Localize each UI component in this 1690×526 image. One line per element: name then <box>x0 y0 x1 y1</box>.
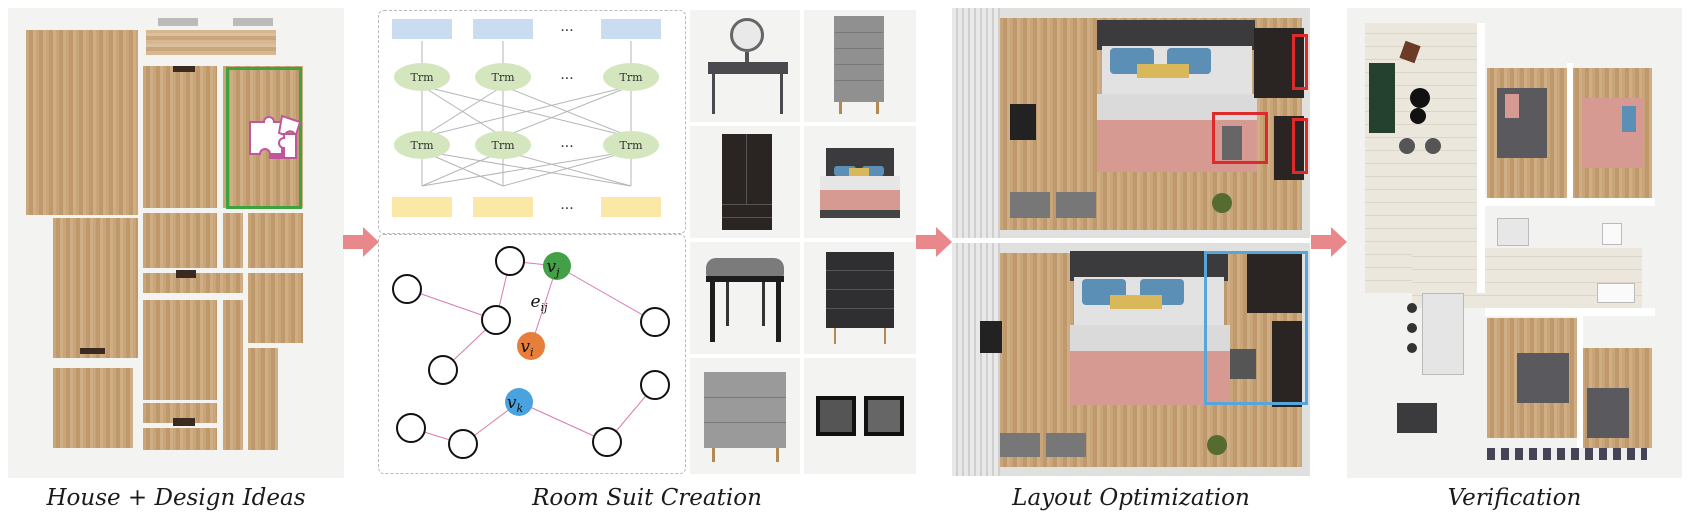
tall-dresser-item <box>804 10 916 122</box>
layout-before <box>952 8 1310 238</box>
vanity-item <box>690 10 800 122</box>
conflict-box <box>1292 118 1308 174</box>
ellipsis: ··· <box>560 71 573 87</box>
trm-node-label: Trm <box>491 139 515 152</box>
svg-text:vj: vj <box>546 257 560 279</box>
ellipsis: ··· <box>560 201 573 217</box>
edge-eij-label: e <box>531 292 541 312</box>
svg-text:vi: vi <box>520 337 533 359</box>
caption-layout: Layout Optimization <box>1012 485 1250 511</box>
trm-node-label: Trm <box>491 71 515 84</box>
svg-text:eij: eij <box>531 292 549 314</box>
trm-node-label: Trm <box>410 139 434 152</box>
conflict-box <box>1292 34 1308 90</box>
transformer-graph: Trm Trm Trm Trm Trm Trm ··· ··· ··· ··· <box>392 19 661 217</box>
trm-node-label: Trm <box>619 71 643 84</box>
layout-after <box>952 243 1310 476</box>
conflict-box <box>1212 112 1268 164</box>
verified-floorplan <box>1347 8 1682 478</box>
caption-suit: Room Suit Creation <box>532 485 762 511</box>
house-floorplan <box>8 8 344 478</box>
node-vk-label: v <box>507 393 517 413</box>
low-dresser-item <box>690 358 800 474</box>
graph-svg: vj vi vk eij <box>392 246 670 459</box>
wardrobe-item <box>690 126 800 238</box>
arrow-right-icon <box>1311 227 1347 257</box>
svg-text:vk: vk <box>507 393 524 415</box>
bed-item <box>804 126 916 238</box>
furniture-graph: vj vi vk eij <box>378 234 686 474</box>
caption-verify: Verification <box>1447 485 1582 511</box>
ellipsis: ··· <box>560 139 573 155</box>
trm-node-label: Trm <box>410 71 434 84</box>
node-vi-label: v <box>520 337 530 357</box>
ellipsis: ··· <box>560 23 573 39</box>
caption-house: House + Design Ideas <box>46 485 306 511</box>
furniture-catalog <box>690 10 916 474</box>
wall-art-item <box>804 358 916 474</box>
transformer-diagram: Trm Trm Trm Trm Trm Trm ··· ··· ··· ··· <box>378 10 686 234</box>
arrow-right-icon <box>916 227 952 257</box>
arrow-right-icon <box>343 227 379 257</box>
puzzle-icon <box>249 114 302 159</box>
node-vj-label: v <box>546 257 556 277</box>
dark-chest-item <box>804 242 916 354</box>
selected-room-box <box>226 67 302 209</box>
trm-node-label: Trm <box>619 139 643 152</box>
stool-item <box>690 242 800 354</box>
optimized-box <box>1204 251 1308 405</box>
